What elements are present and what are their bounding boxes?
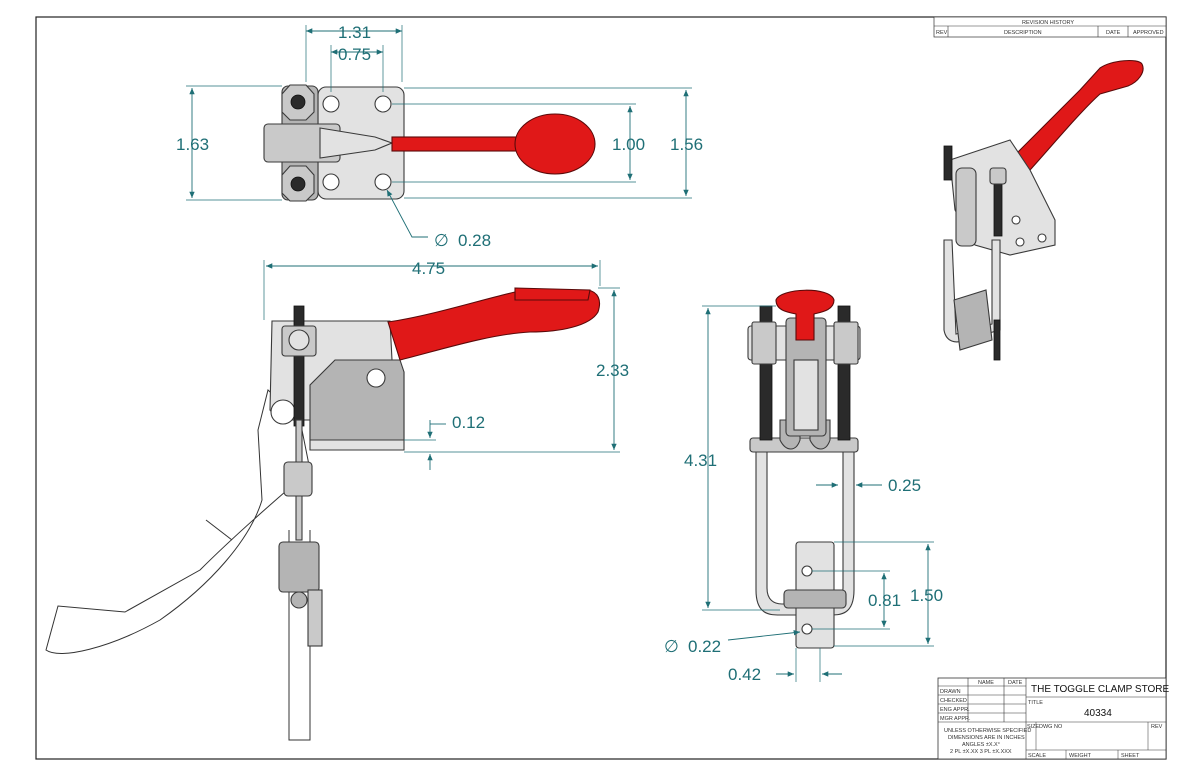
isometric-view (943, 59, 1144, 361)
tb-note-2: DIMENSIONS ARE IN INCHES (948, 735, 1025, 741)
tb-size-label: SIZE (1027, 724, 1040, 730)
tb-scale-label: SCALE (1028, 753, 1046, 759)
dim-front-hole-spacing: 0.81 (868, 591, 901, 610)
rev-col-approved: APPROVED (1133, 30, 1164, 36)
rev-col-rev: REV (936, 30, 948, 36)
tb-note-3: ANGLES ±X.X° (962, 742, 1000, 748)
dim-top-hole-dia: 0.28 (458, 231, 491, 250)
revision-title: REVISION HISTORY (1022, 20, 1074, 26)
front-view (747, 289, 861, 649)
side-view-dimensions: 4.75 2.33 0.12 (263, 259, 629, 470)
tb-rev-label: REV (1151, 724, 1163, 730)
dim-front-hole-dia: 0.22 (688, 637, 721, 656)
dim-top-width-outer: 1.31 (338, 23, 371, 42)
tb-note-4: 2 PL ±X.XX 3 PL ±X.XXX (950, 749, 1012, 755)
rev-col-description: DESCRIPTION (1004, 30, 1042, 36)
diameter-symbol-top: ∅ (434, 231, 449, 250)
dim-top-height-right: 1.56 (670, 135, 703, 154)
rev-col-date: DATE (1106, 30, 1121, 36)
dim-front-plate-height: 1.50 (910, 586, 943, 605)
tb-row-mgr: MGR APPR. (940, 716, 971, 722)
revision-block: REVISION HISTORY REV DESCRIPTION DATE AP… (933, 16, 1167, 38)
dim-side-length: 4.75 (412, 259, 445, 278)
dim-top-hole-spacing: 1.00 (612, 135, 645, 154)
dim-side-height: 2.33 (596, 361, 629, 380)
side-view (45, 287, 601, 741)
tb-title: 40334 (1084, 708, 1112, 719)
tb-row-drawn: DRAWN (940, 689, 961, 695)
tb-row-eng: ENG APPR. (940, 707, 970, 713)
dim-top-height-left: 1.63 (176, 135, 209, 154)
tb-title-label: TITLE (1028, 700, 1043, 706)
tb-weight-label: WEIGHT (1069, 753, 1092, 759)
tb-row-checked: CHECKED (940, 698, 967, 704)
sheet-border (35, 16, 1167, 760)
front-view-dimensions: 4.31 0.25 1.50 0.81 ∅ 0.22 0.42 (664, 305, 943, 684)
top-view (263, 84, 596, 202)
dim-side-base-thickness: 0.12 (452, 413, 485, 432)
tb-col-date: DATE (1008, 680, 1023, 686)
tb-note-1: UNLESS OTHERWISE SPECIFIED (944, 728, 1031, 734)
dim-front-plate-width: 0.42 (728, 665, 761, 684)
title-block: NAME DATE DRAWN CHECKED ENG APPR. MGR AP… (937, 677, 1170, 760)
tb-col-name: NAME (978, 680, 994, 686)
tb-company: THE TOGGLE CLAMP STORE (1031, 684, 1170, 695)
tb-dwg-label: DWG NO (1039, 724, 1063, 730)
tb-sheet-label: SHEET (1121, 753, 1140, 759)
diameter-symbol-front: ∅ (664, 637, 679, 656)
dim-front-height: 4.31 (684, 451, 717, 470)
top-view-dimensions: 1.31 0.75 1.63 1.00 1.56 ∅ 0.28 (176, 23, 703, 250)
dim-top-width-inner: 0.75 (338, 45, 371, 64)
dim-front-rod-dia: 0.25 (888, 476, 921, 495)
